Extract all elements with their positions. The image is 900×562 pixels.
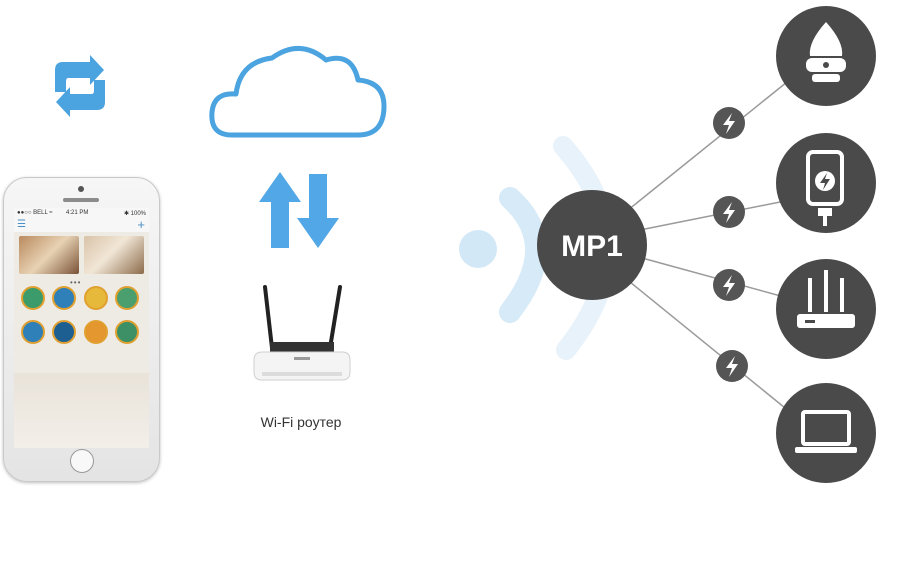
router-icon xyxy=(797,270,855,328)
status-carrier: ●●○○ BELL ≈ xyxy=(17,210,53,216)
humidifier-device xyxy=(776,6,876,106)
room-photo-2[interactable] xyxy=(84,236,144,274)
app-icon-4[interactable] xyxy=(115,286,139,310)
app-icon-7[interactable] xyxy=(84,320,108,344)
connection-lines xyxy=(627,77,793,413)
router-device xyxy=(776,259,876,359)
status-bar: ●●○○ BELL ≈ 4:21 PM ✱ 100% xyxy=(14,208,149,218)
status-time: 4:21 PM xyxy=(66,210,89,216)
app-icon-8[interactable] xyxy=(115,320,139,344)
app-icon-1[interactable] xyxy=(21,286,45,310)
laptop-icon xyxy=(795,410,857,453)
page-dots: ••• xyxy=(70,278,82,287)
menu-icon[interactable]: ☰ xyxy=(17,219,26,230)
charger-device xyxy=(776,133,876,233)
front-camera xyxy=(78,186,84,192)
app-toolbar: ☰ + xyxy=(14,218,149,232)
room-background xyxy=(14,373,149,448)
sync-icon xyxy=(55,55,105,117)
smartphone: ●●○○ BELL ≈ 4:21 PM ✱ 100% ☰ + ••• xyxy=(3,177,160,482)
cloud-icon xyxy=(209,46,387,138)
wifi-router-image xyxy=(253,285,351,381)
app-icon-5[interactable] xyxy=(21,320,45,344)
earpiece-speaker xyxy=(63,198,99,202)
room-photo-1[interactable] xyxy=(19,236,79,274)
humidifier-icon xyxy=(806,22,846,82)
laptop-device xyxy=(776,383,876,483)
app-icon-6[interactable] xyxy=(52,320,76,344)
power-badge-1 xyxy=(713,107,745,139)
mp1-hub-circle xyxy=(537,190,647,300)
charger-icon xyxy=(806,150,844,226)
home-button[interactable] xyxy=(70,449,94,473)
power-badge-3 xyxy=(713,269,745,301)
data-transfer-arrows-icon xyxy=(259,172,339,248)
power-badge-2 xyxy=(713,196,745,228)
app-icon-2[interactable] xyxy=(52,286,76,310)
router-caption: Wi-Fi роутер xyxy=(260,414,342,430)
phone-screen: ●●○○ BELL ≈ 4:21 PM ✱ 100% ☰ + ••• xyxy=(14,208,149,448)
power-badge-4 xyxy=(716,350,748,382)
mp1-hub-label: MP1 xyxy=(561,230,623,263)
status-battery: ✱ 100% xyxy=(123,211,146,217)
app-icon-3[interactable] xyxy=(84,286,108,310)
add-icon[interactable]: + xyxy=(137,217,145,232)
